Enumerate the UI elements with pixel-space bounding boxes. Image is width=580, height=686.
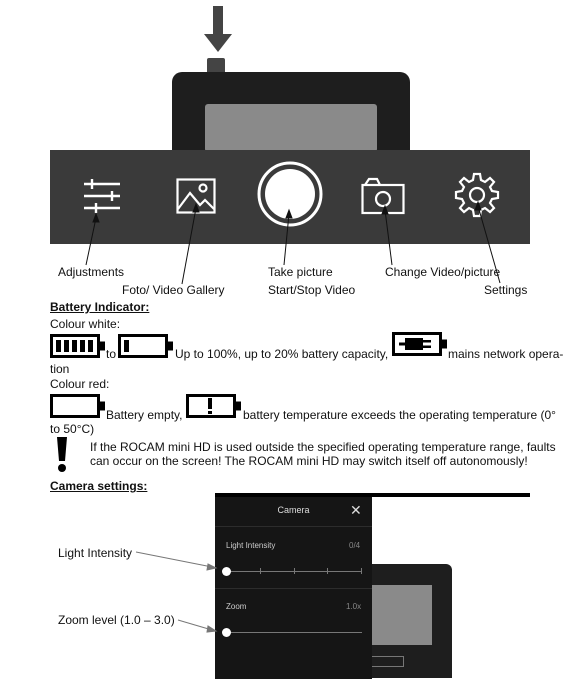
light-tick [361,568,362,574]
gear-icon[interactable] [454,172,500,218]
warning-line2: can occur on the screen! The ROCAM mini … [90,454,528,468]
zoom-value: 1.0x [346,602,362,611]
device-top-button [207,58,225,74]
light-tick [294,568,295,574]
mains-line2: tion [50,362,70,376]
shutter-icon[interactable] [256,160,324,228]
mains-line1: mains network opera- [448,347,564,361]
close-icon[interactable]: ✕ [350,502,362,518]
camera-settings-heading: Camera settings: [50,479,148,493]
colour-white-label: Colour white: [50,317,121,331]
label-change-mode: Change Video/picture [385,265,501,279]
battery-empty-label: Battery empty, [106,408,183,422]
toolbar-callout-lines [85,200,501,285]
battery-temp-line1: battery temperature exceeds the operatin… [243,408,556,422]
light-intensity-value: 0/4 [349,541,361,550]
zoom-label: Zoom [226,602,247,611]
battery-warning-icon [186,394,236,418]
battery-empty-icon [50,394,100,418]
light-tick [260,568,261,574]
to-label: to [106,347,117,361]
colour-red-label: Colour red: [50,377,110,391]
battery-heading: Battery Indicator: [50,300,150,314]
zoom-annotation: Zoom level (1.0 – 3.0) [58,613,175,627]
panel-divider [215,526,372,527]
warning-line1: If the ROCAM mini HD is used outside the… [90,440,556,454]
down-arrow-icon [204,6,232,52]
label-settings: Settings [484,283,528,297]
camera-panel-title: Camera [277,505,310,515]
battery-temp-line2: to 50°C) [50,422,95,436]
panel-divider [215,588,372,589]
camera-callout-lines [135,551,218,633]
light-intensity-knob[interactable] [222,567,231,576]
light-intensity-annotation: Light Intensity [58,546,133,560]
battery-plug-icon [392,332,442,356]
camera-device-screen [372,585,432,645]
camera-screenshot-border [215,493,530,497]
battery-low-icon [118,334,168,358]
battery-full-icon [50,334,100,358]
sliders-icon[interactable] [82,176,122,216]
light-intensity-label: Light Intensity [226,541,276,550]
label-take-picture: Take picture [268,265,333,279]
battery-white-desc: Up to 100%, up to 20% battery capacity, [175,347,389,361]
label-gallery: Foto/ Video Gallery [122,283,225,297]
exclamation-icon [57,437,67,472]
device-screen [205,104,377,152]
zoom-knob[interactable] [222,628,231,637]
zoom-slider[interactable] [226,632,362,633]
label-start-stop: Start/Stop Video [268,283,356,297]
light-tick [327,568,328,574]
label-adjustments: Adjustments [58,265,125,279]
